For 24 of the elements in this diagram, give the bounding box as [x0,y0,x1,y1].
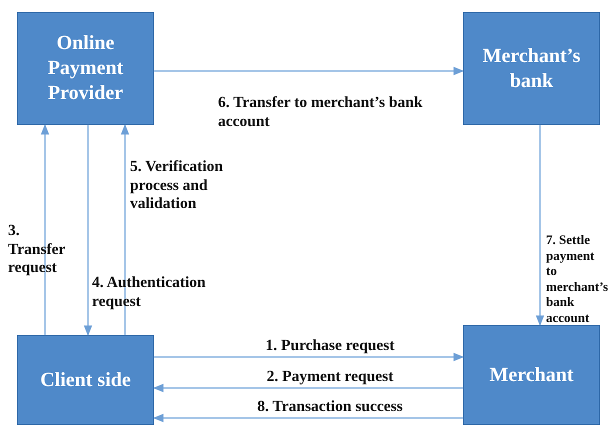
arrow [154,66,464,76]
node-label: Merchant [489,362,574,388]
edge-label: 7. Settle payment to merchant’s bank account [546,232,608,326]
edge-label: 6. Transfer to merchant’s bank account [218,94,424,132]
arrow [84,125,92,336]
arrow [152,414,463,422]
process-box [463,325,600,425]
node-label: Merchant’s bank [482,44,582,94]
arrow [120,124,130,335]
node-label: Client side [40,368,131,392]
edge-label: 3. Transfer request [8,222,66,278]
node-label: Online Payment Provider [46,31,124,106]
arrow [154,352,464,362]
process-box [17,12,154,125]
edge-label: 1. Purchase request [264,337,396,356]
edge-label: 2. Payment request [266,368,394,387]
arrow [152,384,463,392]
process-box [17,335,154,425]
edge-label: 5. Verification process and validation [130,158,224,214]
edge-label: 8. Transaction success [256,398,404,417]
edge-label: 4. Authentication request [92,274,207,312]
arrow [536,125,544,326]
process-box [463,12,600,125]
arrow [40,124,50,335]
